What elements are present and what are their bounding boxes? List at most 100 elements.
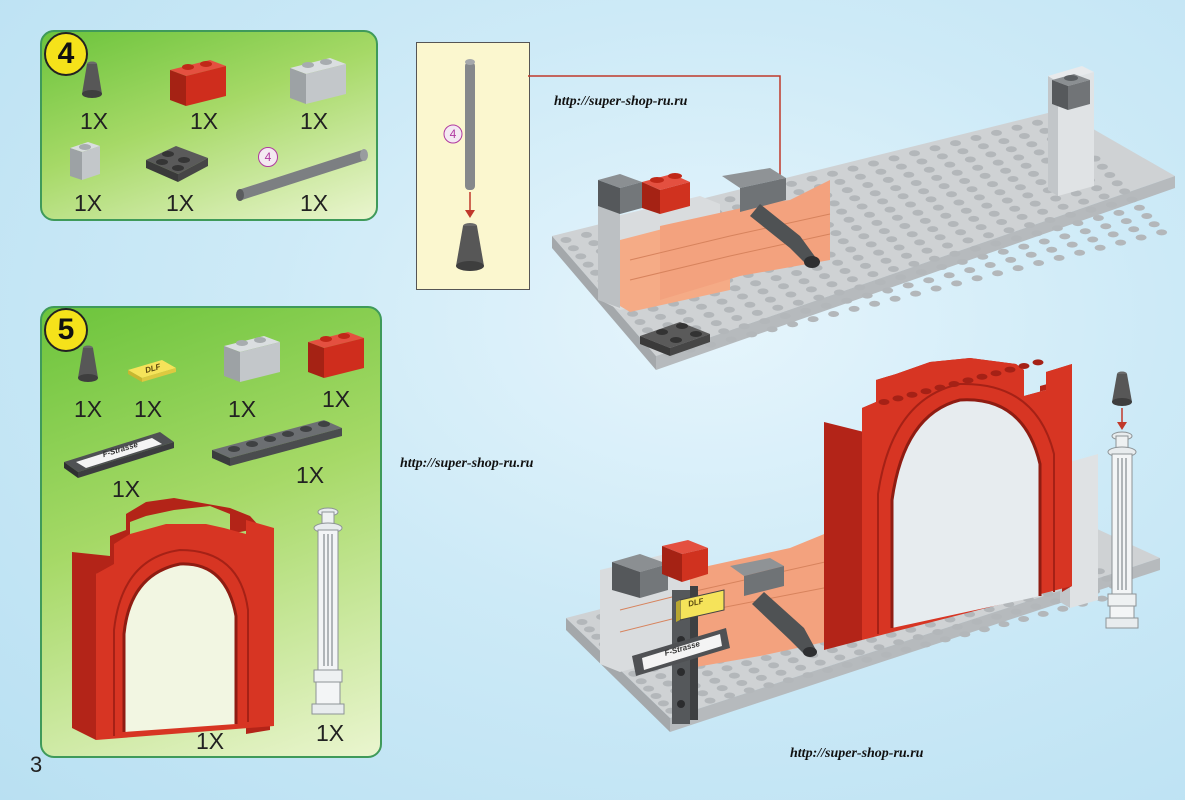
stud [716,685,728,692]
stud [987,181,998,188]
stud [743,687,755,694]
stud [709,677,721,684]
stud [928,255,940,262]
f-strasse-tile-part [64,432,174,478]
stud [832,259,844,266]
stud [729,285,741,292]
stud [908,260,920,267]
stud [1025,251,1037,258]
stud [731,315,743,321]
stud [1030,603,1042,610]
stud [746,331,758,338]
stud [860,262,871,269]
stud [635,678,647,685]
stud [841,187,853,194]
stud [902,282,914,289]
stud [721,665,733,672]
stud [802,672,814,679]
callout-bar-label: 4 [449,127,457,141]
stud [910,180,922,186]
bar-length-label: 4 [264,150,272,164]
stud [845,246,857,253]
stud [977,143,989,150]
stud [1018,133,1030,139]
stud [792,299,804,306]
stud [955,229,967,236]
stud [951,169,963,176]
stud [741,660,753,667]
stud [725,336,737,343]
stud [770,275,782,282]
stud [900,646,912,653]
stud [853,649,865,656]
stud [934,384,946,391]
stud [757,288,769,295]
stud [1096,163,1108,170]
stud [990,370,1002,377]
stud [827,170,838,177]
stud [1003,227,1015,234]
stud [854,173,866,180]
stud [1133,204,1145,211]
stud [763,682,775,689]
stud [1070,190,1082,197]
stud [979,172,991,179]
stud [841,661,853,668]
sign-post [632,586,730,724]
stud [852,254,864,261]
stud [865,241,877,248]
stud [862,182,874,188]
stud [1032,119,1043,126]
back-pillar [1048,66,1094,196]
stud [918,188,930,195]
stud [567,245,579,252]
stud [1104,172,1116,178]
stud [1032,359,1044,366]
stud [736,680,748,686]
stud [880,257,892,264]
stud [1156,229,1168,236]
stud [931,174,943,181]
stud [847,165,859,172]
stud [867,271,879,278]
stud [916,158,928,165]
stud [873,249,885,256]
stud [892,395,904,402]
stud [643,685,655,692]
grey-cone-part [82,61,102,98]
wall [598,180,831,312]
stud [927,226,939,233]
stud [943,272,955,279]
stud [948,381,960,387]
page-number: 3 [30,752,43,777]
stud [897,193,909,200]
part-qty: 1X [74,396,103,422]
stud [1001,197,1013,204]
stud [962,237,974,244]
stud [903,171,915,178]
stud [951,623,963,630]
stud [655,313,666,320]
stud [936,264,948,270]
stud [886,236,898,243]
stud [983,232,994,239]
stud [973,194,985,201]
cannon [730,558,817,657]
stud [901,252,912,259]
stud [875,168,887,175]
stud [787,321,799,328]
stud [910,290,922,297]
stud [885,631,897,638]
stud [905,201,916,208]
stud [1092,215,1104,221]
stud [970,135,982,141]
stud [764,296,776,303]
stud [877,198,889,205]
stud [996,219,1008,225]
stud [1029,200,1041,207]
stud [1046,246,1058,253]
stud [891,214,903,221]
stud [1010,235,1022,242]
stud [920,388,932,395]
stud [1007,176,1019,182]
